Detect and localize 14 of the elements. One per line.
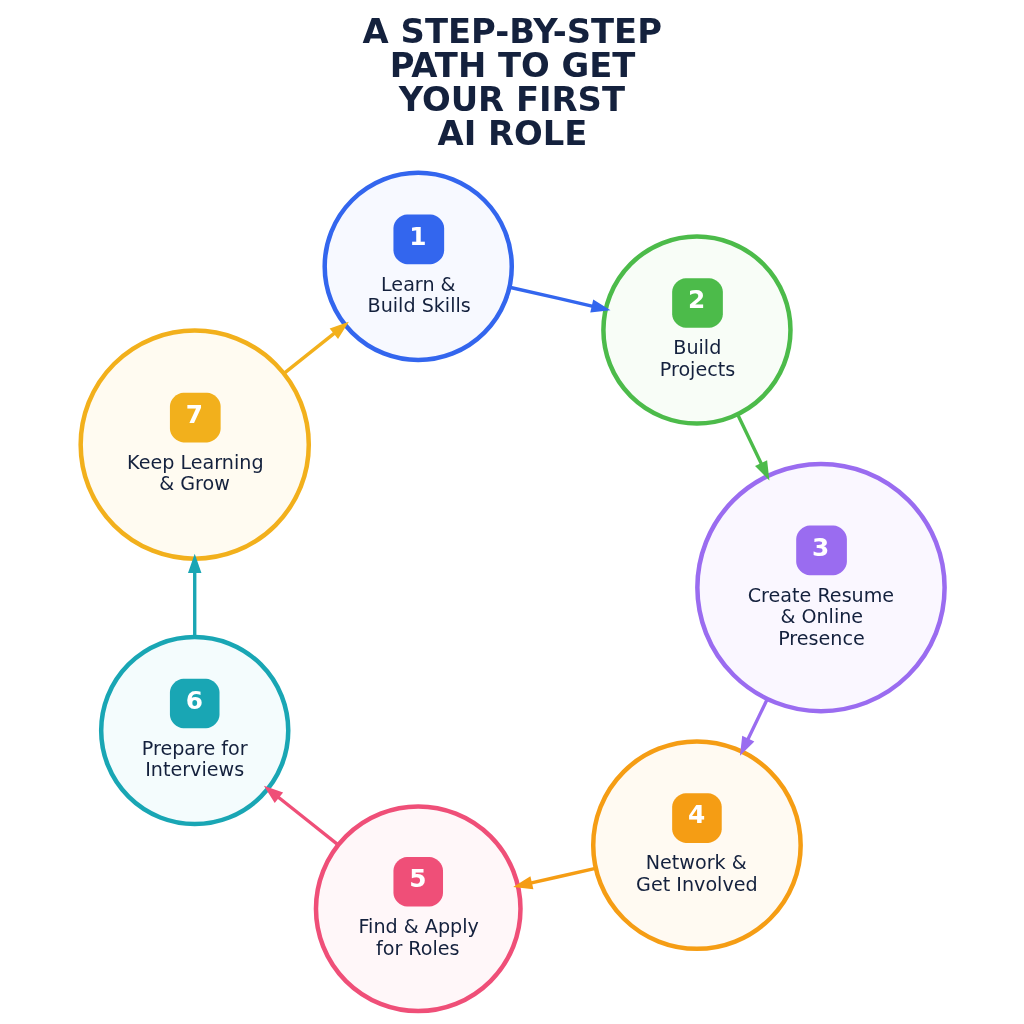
node-circle: 7 Keep Learning & Grow: [77, 328, 311, 561]
node-circle: 4 Network & Get Involved: [590, 739, 803, 952]
arrow: [187, 553, 201, 637]
node-circle: 2 Build Projects: [600, 234, 793, 426]
arrow: [739, 698, 769, 756]
diagram-title: A STEP-BY-STEP PATH TO GET YOUR FIRST AI ROLE: [362, 12, 662, 153]
node-circle: 1 Learn & Build Skills: [321, 170, 514, 363]
arrow: [282, 321, 349, 375]
node-circle: 6 Prepare for Interviews: [98, 634, 290, 827]
arrow: [735, 413, 769, 481]
arrow: [508, 285, 610, 313]
node-circle: 5 Find & Apply for Roles: [313, 804, 523, 1014]
arrow: [263, 785, 339, 847]
arrow: [512, 866, 596, 890]
